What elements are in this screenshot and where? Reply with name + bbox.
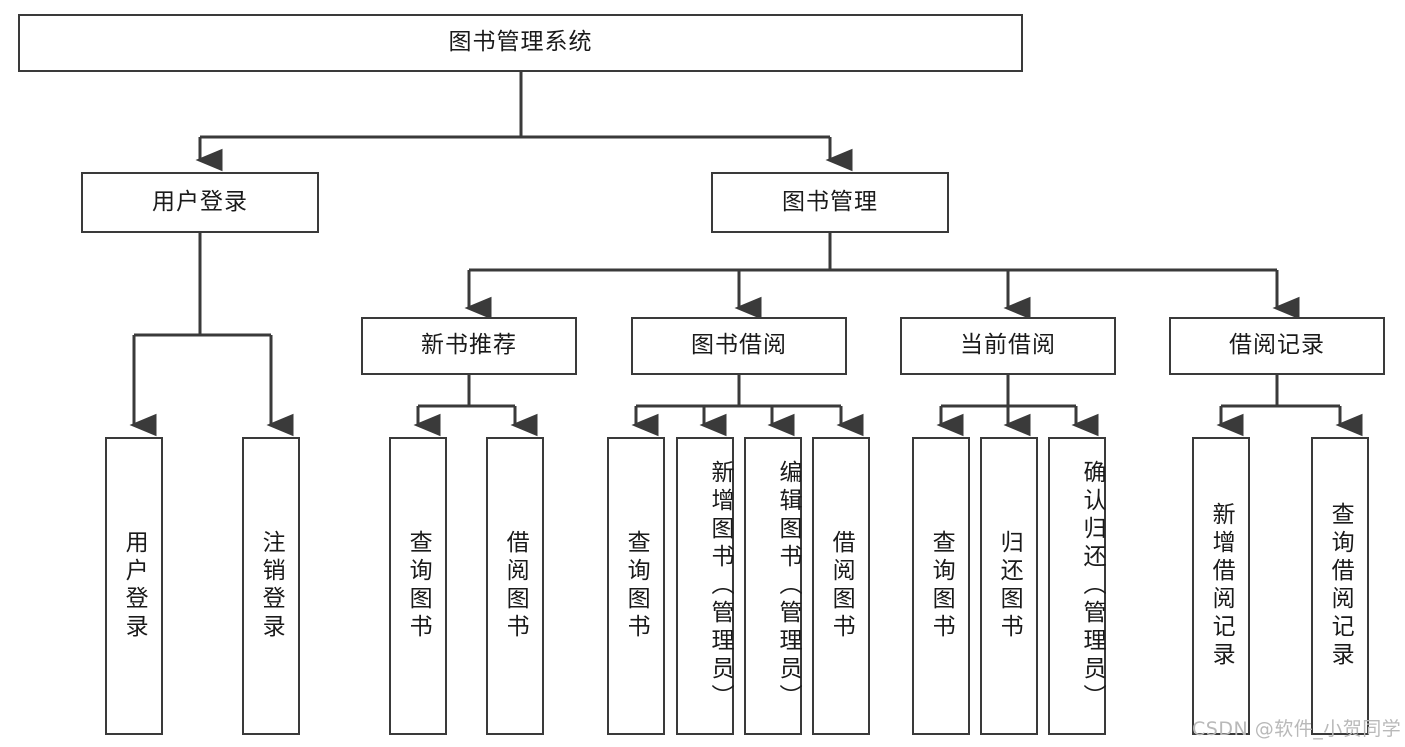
node-user-login[interactable]: 用户登录	[81, 172, 319, 233]
leaf-label: 归还图书	[996, 530, 1023, 642]
node-borrow-record[interactable]: 借阅记录	[1169, 317, 1385, 375]
node-borrow-record-label: 借阅记录	[1229, 332, 1325, 359]
watermark-text: CSDN @软件_小贺同学	[1192, 718, 1402, 740]
node-new-book-recommend[interactable]: 新书推荐	[361, 317, 577, 375]
node-root-label: 图书管理系统	[448, 29, 593, 56]
leaf-current-query-book[interactable]: 查询图书	[912, 437, 970, 735]
node-book-management[interactable]: 图书管理	[711, 172, 949, 233]
node-book-management-label: 图书管理	[782, 188, 878, 215]
leaf-borrow-edit-book-admin[interactable]: 编辑图书（管理员）	[744, 437, 802, 735]
leaf-user-login-login[interactable]: 用户登录	[105, 437, 163, 735]
leaf-label: 新增图书（管理员）	[707, 460, 733, 712]
node-book-borrow-label: 图书借阅	[691, 332, 787, 359]
node-current-borrow-label: 当前借阅	[960, 332, 1056, 359]
leaf-current-confirm-return-admin[interactable]: 确认归还（管理员）	[1048, 437, 1106, 735]
node-root[interactable]: 图书管理系统	[18, 14, 1023, 72]
leaf-record-add-record[interactable]: 新增借阅记录	[1192, 437, 1250, 735]
leaf-label: 注销登录	[258, 530, 285, 642]
leaf-label: 编辑图书（管理员）	[775, 460, 801, 712]
leaf-borrow-query-book[interactable]: 查询图书	[607, 437, 665, 735]
node-book-borrow[interactable]: 图书借阅	[631, 317, 847, 375]
leaf-label: 新增借阅记录	[1208, 502, 1235, 670]
node-user-login-label: 用户登录	[152, 188, 248, 215]
node-new-book-recommend-label: 新书推荐	[421, 332, 517, 359]
leaf-label: 查询图书	[623, 530, 650, 642]
leaf-label: 确认归还（管理员）	[1079, 460, 1105, 712]
leaf-label: 借阅图书	[502, 530, 529, 642]
leaf-label: 查询图书	[405, 530, 432, 642]
leaf-recommend-query-book[interactable]: 查询图书	[389, 437, 447, 735]
leaf-label: 用户登录	[121, 530, 148, 642]
node-current-borrow[interactable]: 当前借阅	[900, 317, 1116, 375]
leaf-recommend-borrow-book[interactable]: 借阅图书	[486, 437, 544, 735]
leaf-borrow-borrow-book[interactable]: 借阅图书	[812, 437, 870, 735]
leaf-current-return-book[interactable]: 归还图书	[980, 437, 1038, 735]
leaf-borrow-add-book-admin[interactable]: 新增图书（管理员）	[676, 437, 734, 735]
leaf-label: 查询图书	[928, 530, 955, 642]
leaf-label: 查询借阅记录	[1327, 502, 1354, 670]
leaf-label: 借阅图书	[828, 530, 855, 642]
leaf-record-query-record[interactable]: 查询借阅记录	[1311, 437, 1369, 735]
leaf-user-login-logout[interactable]: 注销登录	[242, 437, 300, 735]
